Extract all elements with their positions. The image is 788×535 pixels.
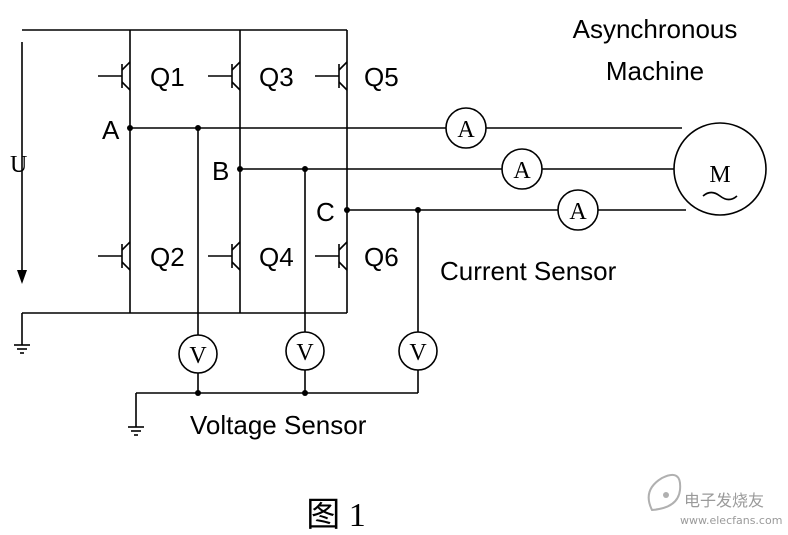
ammeter-a-symbol: A [457,117,475,143]
transistor-q4-icon [208,241,241,271]
motor-icon: M [673,122,767,216]
ammeter-c-symbol: A [569,199,587,225]
figure-caption: 图 1 [306,497,366,534]
supply-voltage-arrow [17,42,27,284]
machine-title-line2: Machine [606,56,704,86]
label-node-b: B [212,156,229,186]
supply-voltage-label: U [10,152,27,178]
watermark-line2: www.elecfans.com [680,514,782,527]
ammeter-phase-a: A [445,107,487,149]
ammeter-phase-c: A [557,189,599,231]
watermark-logo-icon [647,474,682,512]
label-node-a: A [102,115,120,145]
label-node-c: C [316,197,335,227]
transistor-q1-icon [98,61,131,91]
voltmeter-3-symbol: V [409,340,427,366]
node-a-dot [127,125,133,131]
label-q1: Q1 [150,62,185,92]
transistor-q5-icon [315,61,348,91]
ammeter-phase-b: A [501,148,543,190]
machine-title-line1: Asynchronous [573,14,738,44]
voltmeter-1: V [178,334,218,374]
common-junction-1-dot [195,390,201,396]
node-b-dot [237,166,243,172]
label-q4: Q4 [259,242,294,272]
ammeter-b-symbol: A [513,158,531,184]
node-c-dot [344,207,350,213]
label-q5: Q5 [364,62,399,92]
common-junction-2-dot [302,390,308,396]
voltmeter-1-symbol: V [189,343,207,369]
voltmeter-3: V [398,331,438,371]
ground-symbol-dc [14,344,30,354]
transistor-q3-icon [208,61,241,91]
motor-symbol: M [709,162,730,188]
voltmeter-2: V [285,331,325,371]
transistor-q2-icon [98,241,131,271]
label-q3: Q3 [259,62,294,92]
voltmeter-2-symbol: V [296,340,314,366]
current-sensor-label: Current Sensor [440,256,617,286]
voltage-sensor-label: Voltage Sensor [190,410,367,440]
label-q6: Q6 [364,242,399,272]
label-q2: Q2 [150,242,185,272]
transistor-q6-icon [315,241,348,271]
watermark-line1: 电子发烧友 [684,491,764,510]
ground-symbol-sensor [128,426,144,436]
